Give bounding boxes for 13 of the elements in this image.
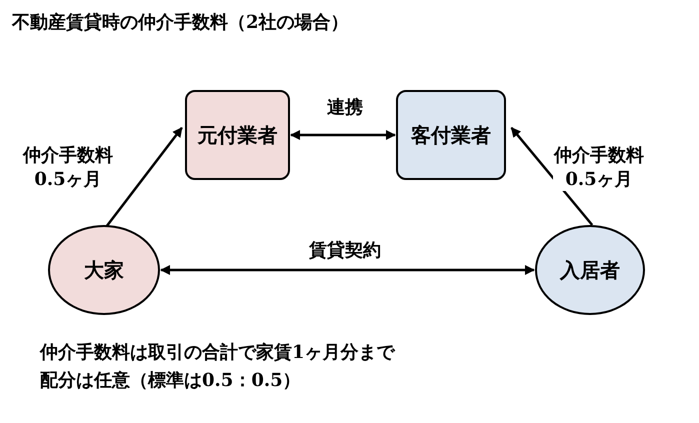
arrow: [105, 127, 183, 228]
edge-label: 仲介手数料0.5ヶ月: [553, 143, 645, 191]
agent-box: 元付業者: [185, 90, 290, 180]
title: 不動産賃貸時の仲介手数料（2社の場合）: [12, 11, 349, 34]
edge-label: 仲介手数料0.5ヶ月: [22, 143, 114, 191]
arrow: [510, 127, 594, 226]
agent-box: 客付業者: [396, 90, 506, 180]
note-text: 配分は任意（標準は0.5：0.5）: [40, 369, 301, 392]
arrow: [290, 130, 396, 140]
party-ellipse: 大家: [48, 225, 160, 315]
note-text: 仲介手数料は取引の合計で家賃1ヶ月分まで: [40, 341, 395, 364]
arrow: [160, 265, 535, 275]
party-ellipse: 入居者: [535, 225, 645, 315]
